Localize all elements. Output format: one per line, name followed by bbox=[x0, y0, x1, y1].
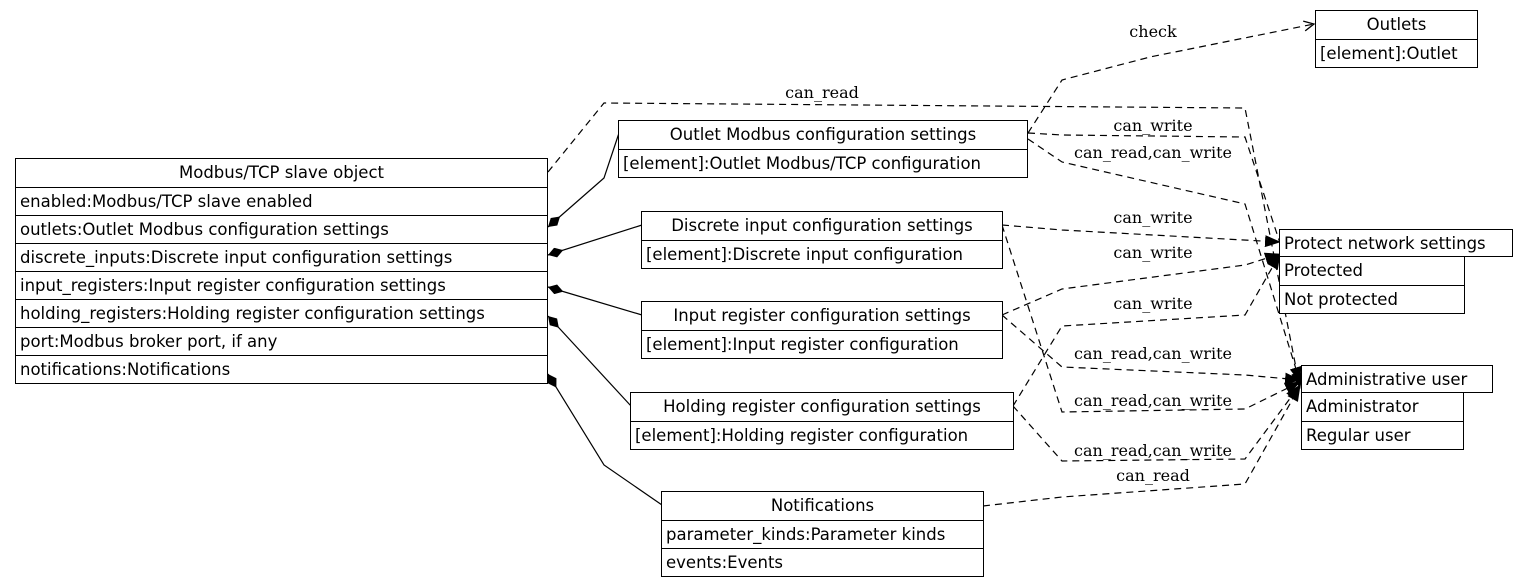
enum-value-row: Administrator bbox=[1306, 397, 1419, 416]
dependency-edge-notifications-can-read bbox=[982, 385, 1301, 507]
attribute-row: [element]:Input register configuration bbox=[642, 330, 1002, 358]
dependency-edge-check bbox=[1027, 24, 1314, 134]
node-outlets: Outlets [element]:Outlet bbox=[1315, 10, 1478, 68]
node-outlet-modbus-configuration-settings: Outlet Modbus configuration settings [el… bbox=[618, 120, 1028, 178]
node-holding-register-configuration-settings: Holding register configuration settings … bbox=[630, 392, 1014, 450]
node-protect-network-settings: Protect network settings Protected Not p… bbox=[1279, 229, 1513, 314]
dependency-edge-outlet-can-read-can-write bbox=[1027, 138, 1302, 383]
enum-values: Administrator Regular user bbox=[1301, 393, 1464, 450]
edge-label-check: check bbox=[1129, 22, 1177, 41]
node-notifications: Notifications parameter_kinds:Parameter … bbox=[661, 491, 984, 577]
node-discrete-input-configuration-settings: Discrete input configuration settings [e… bbox=[641, 211, 1003, 269]
attribute-row: holding_registers:Holding register confi… bbox=[16, 299, 547, 327]
enum-value-row: Regular user bbox=[1302, 421, 1463, 449]
composition-edge-outlets bbox=[547, 132, 620, 228]
enum-values: Protected Not protected bbox=[1279, 257, 1465, 314]
attribute-row: enabled:Modbus/TCP slave enabled bbox=[16, 187, 547, 215]
edge-label-holding-can-read-can-write: can_read,can_write bbox=[1074, 441, 1232, 460]
node-title: Holding register configuration settings bbox=[663, 397, 981, 416]
node-title: Outlet Modbus configuration settings bbox=[669, 125, 977, 144]
edge-label-slave-can-read: can_read bbox=[785, 83, 859, 102]
enum-value-row: Protected bbox=[1284, 261, 1363, 280]
edge-label-notifications-can-read: can_read bbox=[1116, 466, 1190, 485]
attribute-row: notifications:Notifications bbox=[16, 355, 547, 383]
node-title: Protect network settings bbox=[1279, 229, 1513, 257]
dependency-edge-holding-can-write bbox=[1012, 253, 1281, 407]
composition-edge-notifications bbox=[547, 373, 663, 506]
node-title: Modbus/TCP slave object bbox=[178, 163, 385, 182]
attribute-row: [element]:Holding register configuration bbox=[631, 421, 1013, 449]
composition-edge-input-registers bbox=[547, 284, 643, 316]
attribute-row: outlets:Outlet Modbus configuration sett… bbox=[16, 215, 547, 243]
attribute-row: parameter_kinds:Parameter kinds bbox=[662, 520, 983, 548]
composition-edge-discrete-inputs bbox=[547, 224, 643, 258]
dependency-edge-discrete-can-read-can-write bbox=[1001, 224, 1301, 413]
attribute-row: events:Events bbox=[662, 548, 983, 576]
enum-value-row: Not protected bbox=[1280, 285, 1464, 313]
node-title: Notifications bbox=[770, 496, 875, 515]
attribute-row: [element]:Outlet bbox=[1316, 39, 1477, 67]
edge-label-discrete-can-read-can-write: can_read,can_write bbox=[1074, 391, 1232, 410]
node-title: Administrative user bbox=[1301, 365, 1493, 393]
edge-label-input-can-write: can_write bbox=[1113, 243, 1192, 262]
node-title: Outlets bbox=[1366, 15, 1427, 34]
node-title: Discrete input configuration settings bbox=[671, 216, 973, 235]
composition-edge-holding-registers bbox=[547, 315, 632, 407]
dependency-edge-discrete-can-write bbox=[1001, 224, 1281, 248]
edge-label-outlet-can-read-can-write: can_read,can_write bbox=[1074, 143, 1232, 162]
attribute-row: port:Modbus broker port, if any bbox=[16, 327, 547, 355]
dependency-edge-slave-can-read bbox=[547, 102, 1303, 389]
node-title: Input register configuration settings bbox=[673, 306, 971, 325]
dependency-edge-holding-can-read-can-write bbox=[1012, 384, 1301, 462]
node-modbus-tcp-slave-object: Modbus/TCP slave object enabled:Modbus/T… bbox=[15, 158, 548, 384]
attribute-row: discrete_inputs:Discrete input configura… bbox=[16, 243, 547, 271]
edge-label-outlet-can-write: can_write bbox=[1113, 116, 1192, 135]
dependency-edge-input-can-write bbox=[1001, 252, 1281, 316]
dependency-edge-input-can-read-can-write bbox=[1001, 314, 1301, 385]
attribute-row: input_registers:Input register configura… bbox=[16, 271, 547, 299]
dependency-edge-outlet-can-write bbox=[1028, 133, 1281, 244]
edge-label-holding-can-write: can_write bbox=[1113, 294, 1192, 313]
node-input-register-configuration-settings: Input register configuration settings [e… bbox=[641, 301, 1003, 359]
node-administrative-user: Administrative user Administrator Regula… bbox=[1301, 365, 1493, 450]
edge-label-discrete-can-write: can_write bbox=[1113, 208, 1192, 227]
edge-label-input-can-read-can-write: can_read,can_write bbox=[1074, 344, 1232, 363]
attribute-row: [element]:Discrete input configuration bbox=[642, 240, 1002, 268]
attribute-row: [element]:Outlet Modbus/TCP configuratio… bbox=[619, 149, 1027, 177]
